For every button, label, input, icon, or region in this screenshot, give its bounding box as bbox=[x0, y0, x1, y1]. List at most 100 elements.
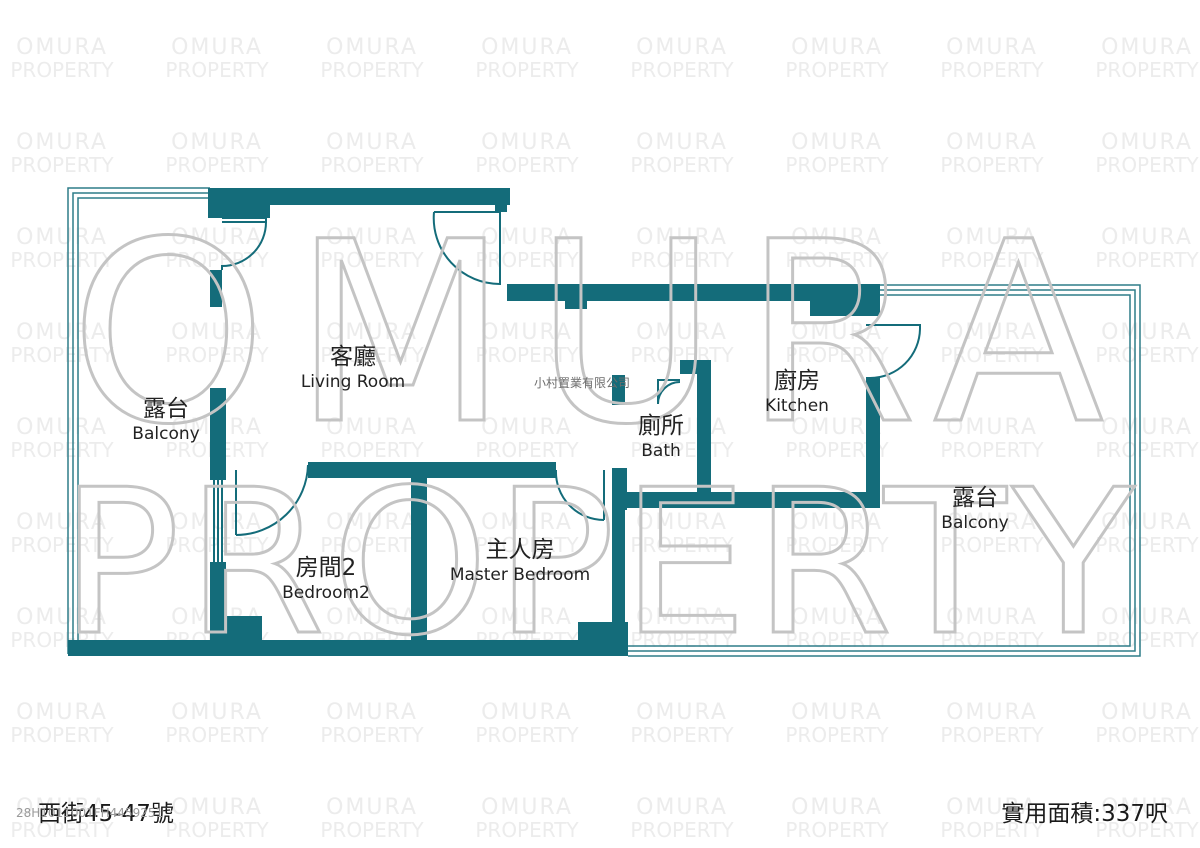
watermark-tile-line1: OMURA bbox=[791, 225, 883, 250]
watermark-tile-line2: PROPERTY bbox=[785, 533, 889, 557]
watermark-tile-line2: PROPERTY bbox=[10, 248, 114, 272]
watermark-tile-line1: OMURA bbox=[791, 35, 883, 60]
watermark-tile-line2: PROPERTY bbox=[10, 818, 114, 842]
watermark-tile-line2: PROPERTY bbox=[1095, 343, 1199, 367]
doors bbox=[213, 211, 921, 562]
watermark-tile-line1: OMURA bbox=[171, 130, 263, 155]
watermark-tile-line1: OMURA bbox=[481, 605, 573, 630]
watermark-tile-line2: PROPERTY bbox=[1095, 818, 1199, 842]
watermark-tile-line1: OMURA bbox=[326, 35, 418, 60]
watermark-tile-line2: PROPERTY bbox=[10, 58, 114, 82]
watermark-tile-line1: OMURA bbox=[16, 320, 108, 345]
watermark-big-line1: OMURA bbox=[70, 188, 1130, 479]
room-label-master: 主人房 Master Bedroom bbox=[440, 536, 600, 586]
room-label-living-zh: 客廳 bbox=[330, 344, 376, 370]
watermark-tile-line1: OMURA bbox=[636, 700, 728, 725]
wall-top-living bbox=[208, 188, 510, 205]
watermark-tile-line1: OMURA bbox=[16, 130, 108, 155]
watermark-tile-line1: OMURA bbox=[946, 510, 1038, 535]
door-bedroom2 bbox=[235, 464, 309, 536]
watermark-tile-line1: OMURA bbox=[791, 415, 883, 440]
wall-bedroom-top bbox=[308, 462, 556, 478]
watermark-tile-line1: OMURA bbox=[946, 35, 1038, 60]
watermark-tile-line1: OMURA bbox=[326, 795, 418, 820]
watermark-tile-line2: PROPERTY bbox=[630, 818, 734, 842]
wall-left-upper bbox=[210, 270, 222, 307]
watermark-tile-line1: OMURA bbox=[946, 130, 1038, 155]
watermark-tile-line1: OMURA bbox=[16, 35, 108, 60]
room-label-balcony-right-en: Balcony bbox=[941, 513, 1009, 533]
watermark-tile-line2: PROPERTY bbox=[475, 343, 579, 367]
watermark-tile-line1: OMURA bbox=[481, 225, 573, 250]
watermark-tile-line1: OMURA bbox=[326, 415, 418, 440]
watermark-tile-line1: OMURA bbox=[16, 700, 108, 725]
watermark-tile-line1: OMURA bbox=[1101, 795, 1193, 820]
watermark-tile-line1: OMURA bbox=[326, 510, 418, 535]
watermark-tile-line1: OMURA bbox=[481, 795, 573, 820]
watermark-tile-line2: PROPERTY bbox=[785, 343, 889, 367]
watermark-tile-line2: PROPERTY bbox=[630, 153, 734, 177]
watermark-tile-line2: PROPERTY bbox=[320, 248, 424, 272]
watermark-tile-line1: OMURA bbox=[171, 510, 263, 535]
watermark-tile-line2: PROPERTY bbox=[10, 438, 114, 462]
watermark-tile-line2: PROPERTY bbox=[630, 58, 734, 82]
wall-step-horizontal bbox=[507, 284, 880, 301]
watermark-tile-line2: PROPERTY bbox=[940, 58, 1044, 82]
room-label-balcony-right-zh: 露台 bbox=[952, 485, 998, 511]
watermark-tile-line1: OMURA bbox=[636, 510, 728, 535]
watermark-tile-line1: OMURA bbox=[636, 320, 728, 345]
watermark-tile-line1: OMURA bbox=[171, 795, 263, 820]
watermark-tile-line2: PROPERTY bbox=[940, 343, 1044, 367]
watermark-tile-line1: OMURA bbox=[791, 130, 883, 155]
watermark-tile-line1: OMURA bbox=[791, 795, 883, 820]
room-label-bath: 廁所 Bath bbox=[630, 412, 692, 462]
watermark-tile-line1: OMURA bbox=[326, 700, 418, 725]
watermark-tile-line1: OMURA bbox=[481, 130, 573, 155]
watermark-tile-line2: PROPERTY bbox=[785, 153, 889, 177]
watermark-tile-line1: OMURA bbox=[481, 415, 573, 440]
room-label-master-zh: 主人房 bbox=[485, 537, 555, 563]
watermark-tile-line2: PROPERTY bbox=[1095, 248, 1199, 272]
watermark-tile-line2: PROPERTY bbox=[475, 818, 579, 842]
watermark-tile-line1: OMURA bbox=[16, 510, 108, 535]
door-master bbox=[554, 469, 605, 522]
wall-right-thin bbox=[612, 505, 625, 642]
watermark-tile-line1: OMURA bbox=[1101, 700, 1193, 725]
watermark-tile-line1: OMURA bbox=[946, 225, 1038, 250]
window-left bbox=[213, 480, 223, 562]
watermark-tile-line2: PROPERTY bbox=[630, 628, 734, 652]
watermark-tile-line2: PROPERTY bbox=[475, 723, 579, 747]
room-label-bedroom2-zh: 房間2 bbox=[295, 555, 357, 581]
watermark-tile-line2: PROPERTY bbox=[785, 723, 889, 747]
room-label-kitchen: 廚房 Kitchen bbox=[752, 367, 842, 417]
room-label-bedroom2-en: Bedroom2 bbox=[282, 583, 370, 603]
watermark-tile-line2: PROPERTY bbox=[165, 723, 269, 747]
watermark-tile-line1: OMURA bbox=[791, 320, 883, 345]
watermark-tile-line2: PROPERTY bbox=[785, 248, 889, 272]
watermark-tile-line1: OMURA bbox=[636, 130, 728, 155]
walls bbox=[68, 188, 880, 656]
watermark-tile-line1: OMURA bbox=[171, 700, 263, 725]
watermark-tile-line1: OMURA bbox=[791, 700, 883, 725]
wall-kitchen-block bbox=[810, 284, 880, 316]
door-living-top bbox=[432, 211, 501, 286]
watermark-tile-line2: PROPERTY bbox=[1095, 438, 1199, 462]
watermark-tile-line1: OMURA bbox=[481, 700, 573, 725]
watermark-tile-line1: OMURA bbox=[16, 415, 108, 440]
watermark-tile-line2: PROPERTY bbox=[475, 533, 579, 557]
watermark-grid: OMURAPROPERTYOMURAPROPERTYOMURAPROPERTYO… bbox=[10, 35, 1199, 842]
watermark-tile-line2: PROPERTY bbox=[940, 248, 1044, 272]
watermark-tile-line2: PROPERTY bbox=[10, 343, 114, 367]
watermark-tile-line1: OMURA bbox=[1101, 510, 1193, 535]
watermark-tile-line1: OMURA bbox=[326, 225, 418, 250]
watermark-tile-line2: PROPERTY bbox=[320, 818, 424, 842]
watermark-tile-line1: OMURA bbox=[1101, 320, 1193, 345]
watermark-tile-line2: PROPERTY bbox=[940, 438, 1044, 462]
watermark-tile-line2: PROPERTY bbox=[630, 248, 734, 272]
watermark-tile-line1: OMURA bbox=[326, 130, 418, 155]
footer-ref: 28H1011001FH4459251 bbox=[16, 806, 164, 820]
room-label-balcony-right: 露台 Balcony bbox=[928, 484, 1022, 534]
room-label-balcony-left-zh: 露台 bbox=[143, 396, 189, 422]
wall-bath-right bbox=[697, 360, 711, 494]
watermark-tile-line2: PROPERTY bbox=[1095, 153, 1199, 177]
